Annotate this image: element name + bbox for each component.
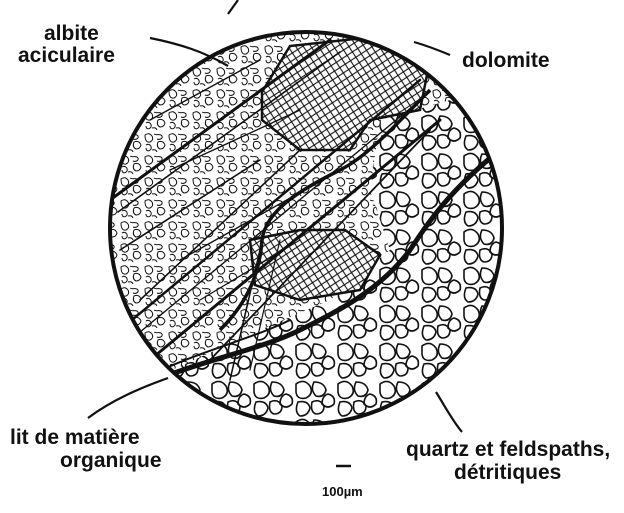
- label-dolomite: dolomite: [462, 49, 550, 73]
- label-quartz-line2: détritiques: [454, 461, 561, 485]
- scale-bar-label: 100µm: [322, 484, 363, 499]
- leader-top: [228, 0, 238, 14]
- label-organic-line1: lit de matière: [10, 426, 140, 450]
- label-albite-line1: albite: [44, 22, 99, 46]
- label-quartz-line1: quartz et feldspaths,: [406, 438, 610, 462]
- label-organic-line2: organique: [60, 449, 162, 473]
- leader-dolomite: [414, 42, 450, 55]
- leader-quartz: [436, 392, 462, 432]
- label-albite-line2: aciculaire: [18, 44, 115, 68]
- leader-organic: [88, 378, 168, 418]
- microscope-field: [100, 20, 520, 440]
